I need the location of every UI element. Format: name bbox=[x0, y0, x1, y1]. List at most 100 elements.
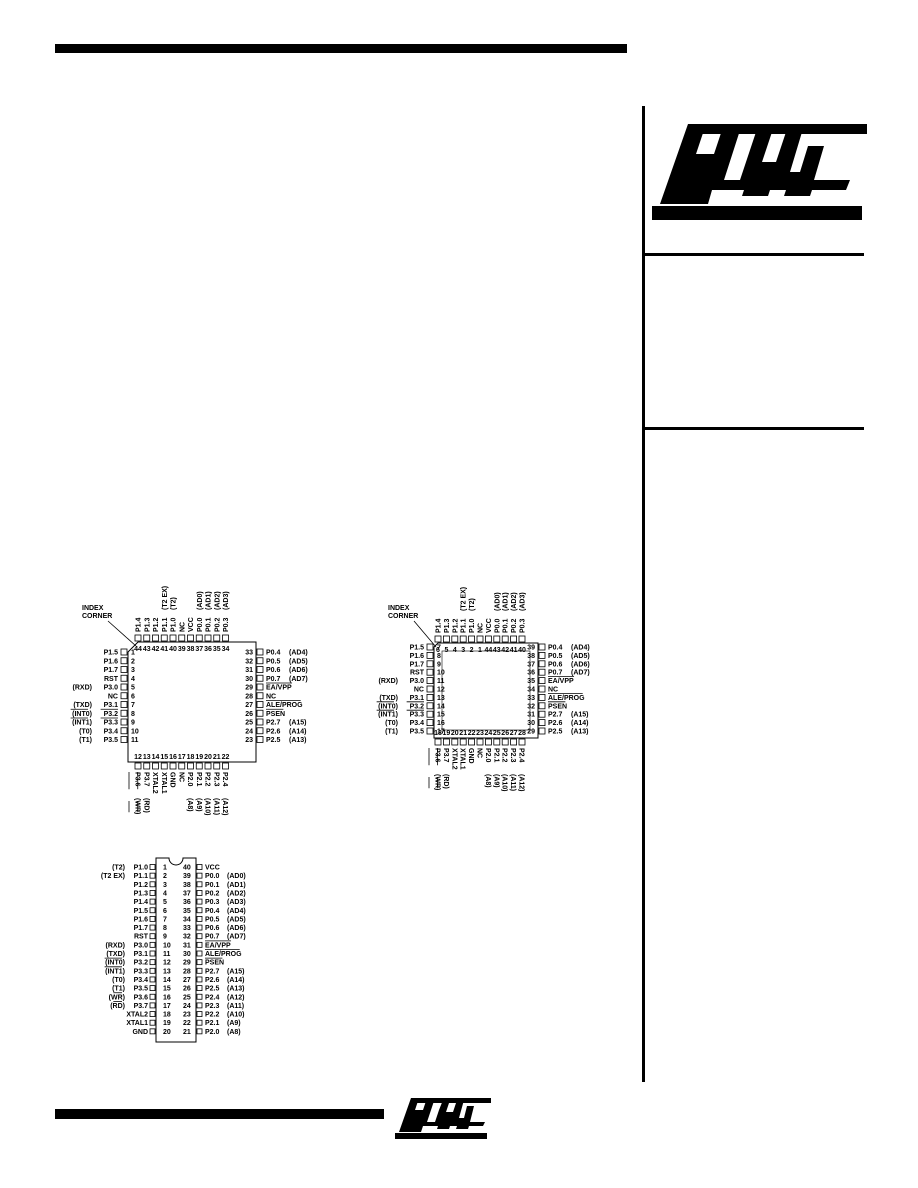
pin-number: 34 bbox=[527, 687, 535, 694]
pin-signal: P1.1 bbox=[162, 617, 169, 632]
pin-alt-function: (T0) bbox=[112, 977, 125, 984]
pin-number: 10 bbox=[131, 728, 139, 735]
pin-pad bbox=[501, 635, 509, 643]
pin-number: 43 bbox=[493, 647, 501, 654]
pin-signal: P0.1 bbox=[503, 618, 510, 633]
pin-signal: P1.2 bbox=[452, 618, 459, 633]
pin-signal: P2.4 bbox=[518, 748, 525, 763]
pin-number: 32 bbox=[527, 703, 535, 710]
pin-pad bbox=[204, 762, 212, 770]
pin-pad bbox=[196, 1019, 203, 1026]
pin-signal: P3.7 bbox=[442, 748, 449, 763]
pin-signal: NC bbox=[478, 623, 485, 633]
pin-pad bbox=[120, 674, 128, 682]
pin-signal: P0.4 bbox=[266, 650, 281, 657]
pin-number: 26 bbox=[501, 730, 509, 737]
pin-number: 18 bbox=[163, 1012, 171, 1019]
pin-number: 35 bbox=[183, 908, 191, 915]
pin-number: 19 bbox=[163, 1020, 171, 1027]
package-body bbox=[155, 857, 197, 1043]
pin-pad bbox=[451, 738, 459, 746]
pin-signal: P1.0 bbox=[171, 617, 178, 632]
pin-pad bbox=[256, 666, 264, 673]
pin-pad bbox=[434, 635, 442, 643]
pin-alt-function: (AD1) bbox=[503, 592, 510, 611]
pin-pad bbox=[196, 1028, 203, 1035]
pin-number: 33 bbox=[245, 650, 253, 657]
pin-alt-function: (AD6) bbox=[289, 667, 308, 674]
pin-number: 24 bbox=[245, 728, 253, 735]
pin-pad bbox=[256, 736, 264, 743]
pin-alt-function: (T2 EX) bbox=[461, 587, 468, 611]
pin-alt-function: (A13) bbox=[571, 729, 589, 736]
pin-alt-function: (WR) bbox=[109, 994, 125, 1001]
pin-signal: P2.2 bbox=[204, 772, 211, 787]
pin-number: 31 bbox=[183, 942, 191, 949]
pin-pad bbox=[476, 635, 484, 643]
pin-pad bbox=[149, 881, 156, 888]
pin-number: 2 bbox=[470, 647, 474, 654]
pin-pad bbox=[187, 634, 194, 642]
index-corner-arrow bbox=[413, 620, 437, 648]
pin-number: 26 bbox=[245, 711, 253, 718]
pin-pad bbox=[538, 702, 546, 710]
pin-pad bbox=[196, 864, 203, 870]
pin-alt-function: (T2) bbox=[112, 865, 125, 872]
pin-pad bbox=[196, 976, 203, 983]
pin-pad bbox=[149, 1011, 156, 1017]
pin-alt-function: (A12) bbox=[227, 994, 245, 1001]
pin-signal: NC bbox=[476, 748, 483, 758]
pin-alt-function: (AD2) bbox=[214, 591, 221, 610]
pin-alt-function: (RD) bbox=[142, 798, 149, 813]
pin-pad bbox=[256, 692, 264, 700]
index-corner-line1: INDEX bbox=[388, 605, 410, 612]
pin-pad bbox=[256, 701, 264, 708]
pin-signal: VCC bbox=[205, 865, 220, 872]
pin-signal: P3.5 bbox=[410, 729, 425, 736]
pin-pad bbox=[426, 719, 434, 726]
pin-alt-function: (RD) bbox=[442, 774, 449, 789]
pin-number: 11 bbox=[131, 737, 139, 744]
pin-number: 6 bbox=[436, 647, 440, 654]
pin-pad bbox=[213, 634, 221, 642]
pin-signal: P2.5 bbox=[266, 737, 281, 744]
pin-number: 10 bbox=[437, 670, 445, 677]
index-corner-line1: INDEX bbox=[82, 605, 104, 612]
pin-signal: P3.2 bbox=[134, 960, 149, 967]
pin-number: 42 bbox=[152, 646, 160, 653]
pin-signal: NC bbox=[266, 693, 276, 700]
pin-alt-function: (AD3) bbox=[520, 592, 527, 611]
pin-pad bbox=[538, 677, 546, 684]
pin-number: 33 bbox=[183, 925, 191, 932]
pin-number: 25 bbox=[183, 994, 191, 1001]
pin-signal: P3.4 bbox=[104, 728, 119, 735]
pin-signal: P0.2 bbox=[511, 618, 518, 633]
pin-pad bbox=[169, 634, 177, 642]
pin-number: 30 bbox=[245, 676, 253, 683]
pin-number: 17 bbox=[163, 1003, 171, 1010]
pin-pad bbox=[196, 872, 203, 879]
pin-alt-function: (A15) bbox=[571, 712, 589, 719]
pin-signal: RST bbox=[104, 676, 119, 683]
pin-signal: P3.3 bbox=[410, 712, 425, 719]
pin-pad bbox=[149, 1019, 156, 1026]
pin-pad bbox=[538, 694, 546, 701]
pin-number: 9 bbox=[437, 661, 441, 668]
pin-signal: RST bbox=[410, 670, 425, 677]
pin-pad bbox=[426, 710, 434, 718]
pin-signal: P2.4 bbox=[205, 994, 220, 1001]
pin-number: 8 bbox=[437, 653, 441, 660]
pin-number: 3 bbox=[163, 882, 167, 889]
pin-number: 1 bbox=[163, 865, 167, 872]
pin-pad bbox=[256, 718, 264, 726]
pin-pad bbox=[195, 762, 203, 770]
pin-alt-function: (A12) bbox=[518, 774, 525, 792]
pin-number: 8 bbox=[163, 925, 167, 932]
pin-number: 31 bbox=[245, 667, 253, 674]
pin-pad bbox=[196, 890, 203, 896]
pin-pad bbox=[143, 762, 151, 770]
pin-pad bbox=[196, 941, 203, 948]
pin-number: 2 bbox=[131, 658, 135, 665]
pin-signal: PSEN bbox=[548, 703, 567, 710]
